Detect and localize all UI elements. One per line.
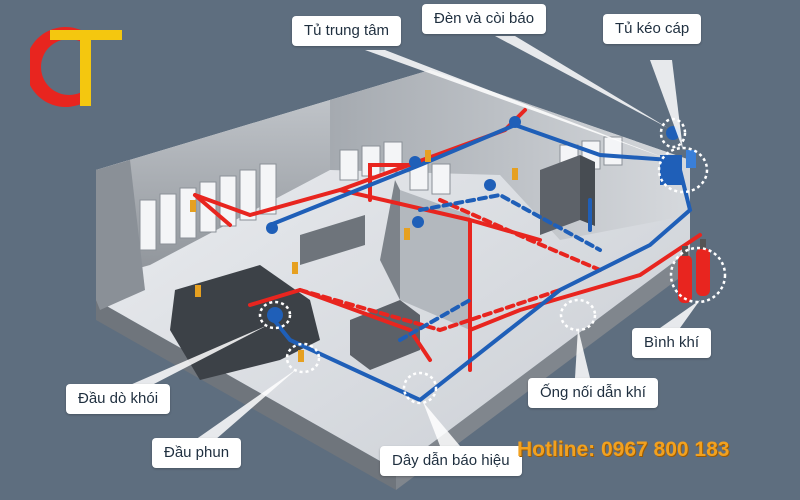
pointer-nozzle xyxy=(195,368,298,440)
label-pull-cabinet: Tủ kéo cáp xyxy=(603,14,702,44)
floor-box xyxy=(350,300,420,370)
devices xyxy=(190,116,710,362)
nozzle-icon xyxy=(425,150,431,162)
pointer-gas-cylinder xyxy=(660,300,700,328)
smoke-detector-icon xyxy=(266,222,278,234)
smoke-detector-icon xyxy=(509,116,521,128)
building-model xyxy=(96,70,690,490)
pull-cabinet-icon xyxy=(686,150,696,168)
nozzle-icon xyxy=(292,262,298,274)
gas-pipe-branch-5 xyxy=(193,193,232,227)
server-rack-side xyxy=(580,155,595,226)
gas-cylinder-icon xyxy=(678,239,710,303)
gas-pipe-dashed-2 xyxy=(438,198,602,272)
pointer-gas-pipe xyxy=(575,328,590,378)
left-wall xyxy=(96,160,145,310)
label-nozzle: Đầu phun xyxy=(152,438,242,468)
label-signal-wire: Dây dẫn báo hiệu xyxy=(380,446,522,476)
central-cabinet-icon xyxy=(660,155,682,185)
building-base-left xyxy=(96,300,396,490)
gas-pipe-dashed xyxy=(298,288,562,333)
hotline-text: Hotline: 0967 800 183 xyxy=(517,438,730,461)
gas-pipe-main xyxy=(468,233,702,372)
label-gas-pipe: Ống nối dẫn khí xyxy=(528,378,658,408)
label-central-cabinet: Tủ trung tâm xyxy=(292,16,402,46)
label-gas-cylinder: Bình khí xyxy=(632,328,712,358)
highlight-detector xyxy=(258,300,292,330)
gas-pipe-branch-4 xyxy=(368,163,412,202)
nozzle-icon xyxy=(404,228,410,240)
highlight-cabinet xyxy=(657,146,709,194)
pointer-alarm xyxy=(495,36,668,128)
desk xyxy=(300,215,365,265)
smoke-detector-icon xyxy=(412,216,424,228)
nozzle-icon xyxy=(195,285,201,297)
pointer-signal-wire xyxy=(423,402,460,446)
smoke-detector-icon xyxy=(267,307,283,323)
label-alarm-light-siren: Đèn và còi báo xyxy=(422,4,547,34)
label-smoke-detector: Đầu dò khói xyxy=(66,384,171,414)
back-wall-right xyxy=(330,70,690,240)
callout-pointers xyxy=(130,36,700,446)
nozzle-icon xyxy=(298,350,304,362)
server-rack xyxy=(540,155,580,235)
logo-c-shape xyxy=(30,27,85,107)
company-logo-icon xyxy=(30,27,122,107)
logo-t-stem xyxy=(80,30,91,106)
nozzle-icon xyxy=(190,200,196,212)
pointer-central-cabinet xyxy=(365,50,665,158)
building-base-right xyxy=(396,250,690,490)
gas-pipe-branch-2 xyxy=(193,187,472,222)
smoke-detector-icon xyxy=(484,179,496,191)
signal-wire-dashed xyxy=(418,192,602,252)
partition-wall-shadow xyxy=(380,180,400,300)
smoke-detector-icon xyxy=(409,156,421,168)
pointer-pull-cabinet xyxy=(650,60,683,150)
signal-wire-main xyxy=(268,168,693,403)
signal-wire-dashed-2 xyxy=(398,298,472,342)
highlight-nozzle xyxy=(285,342,321,374)
pointer-smoke-detector xyxy=(130,325,268,385)
nozzle-icon xyxy=(512,168,518,180)
highlight-wire xyxy=(402,371,438,405)
gas-pipe-lower xyxy=(248,287,432,362)
